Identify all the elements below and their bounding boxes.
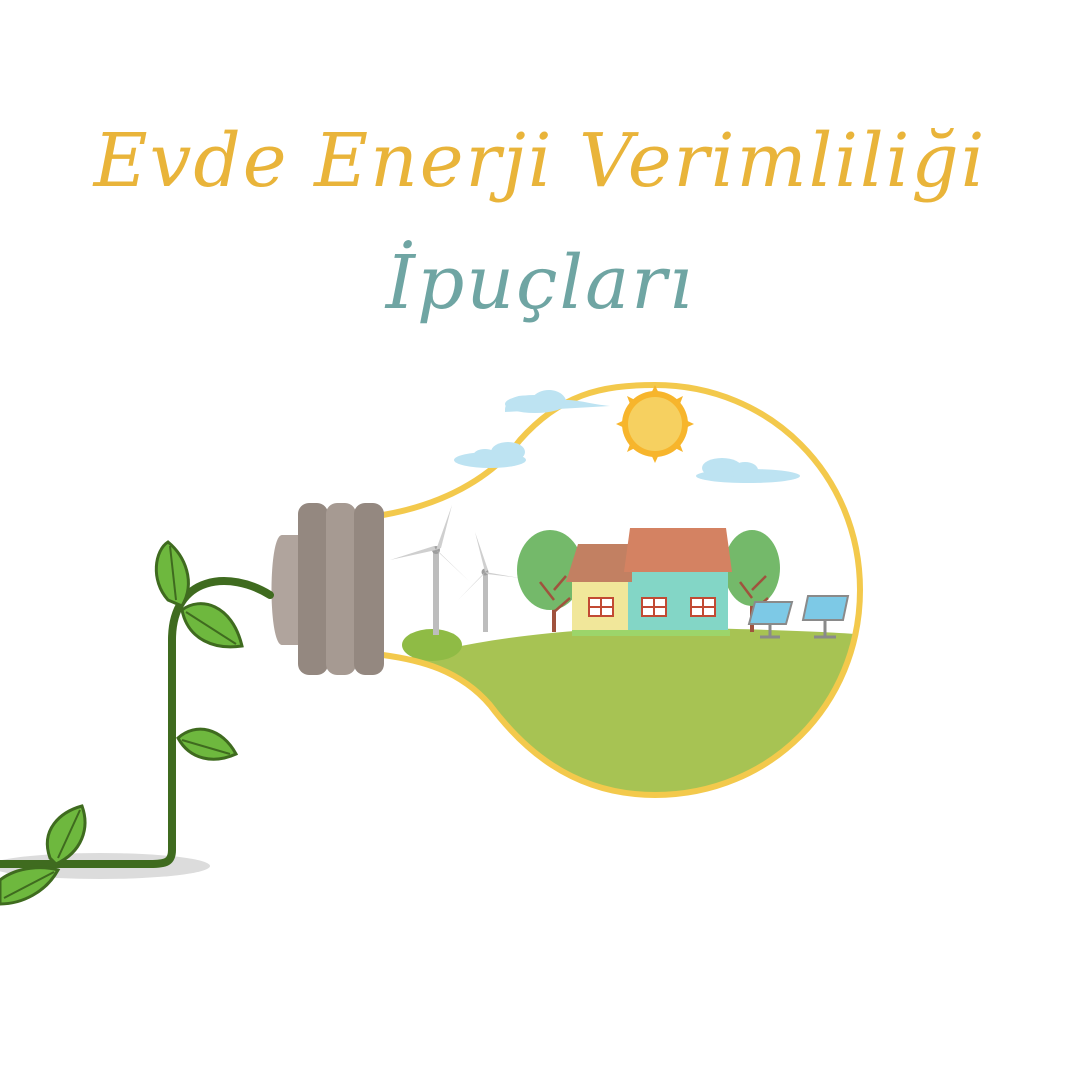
cloud-icon — [454, 442, 526, 468]
leaf-icon — [0, 866, 61, 906]
sun-icon — [616, 385, 694, 463]
wind-turbine-icon — [458, 532, 520, 632]
leaf-icon — [180, 602, 244, 649]
cloud-icon — [505, 389, 610, 413]
leaf-icon — [176, 727, 239, 761]
wind-turbine-icon — [390, 505, 470, 635]
cloud-icon — [696, 458, 800, 483]
tree-icon — [517, 530, 583, 632]
title-line-2: İpuçları — [385, 240, 695, 326]
plant-stem-icon — [0, 577, 274, 868]
solar-panel-icon — [747, 601, 794, 639]
bulb-socket — [271, 503, 384, 675]
title-line-1: Evde Enerji Verimliliği — [93, 118, 987, 204]
leaf-icon — [45, 804, 87, 866]
house-icon — [566, 528, 732, 636]
lightbulb-icon — [380, 381, 864, 799]
solar-panel-icon — [801, 595, 850, 639]
leaf-icon — [154, 540, 190, 608]
